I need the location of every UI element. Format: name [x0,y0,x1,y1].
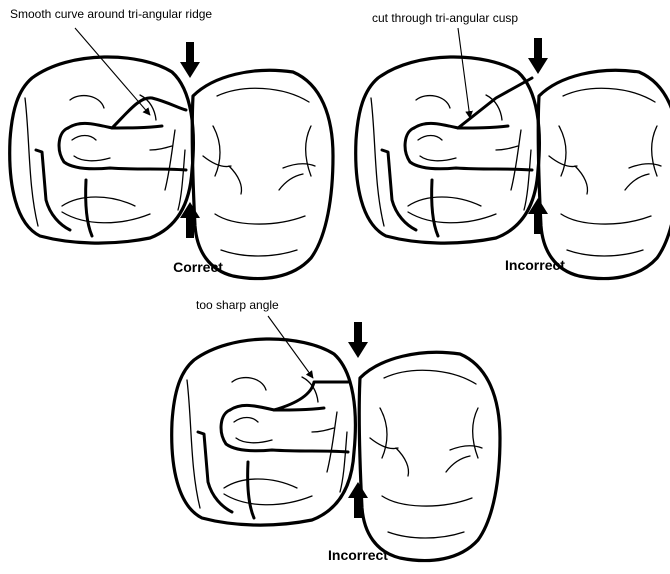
annotation-text: Smooth curve around tri-angular ridge [10,7,212,21]
annotation-leader-line [268,316,313,378]
premolar-tooth [172,339,356,525]
prep-outline-cut [458,78,532,128]
annotation-text: cut through tri-angular cusp [372,11,518,25]
caption: Incorrect [328,547,388,563]
molar-tooth [192,70,333,278]
annotation-leader-line [458,28,470,118]
molar-tooth [538,70,670,278]
panel-incorrect-cusp: cut through tri-angular cusp Incorrect [356,11,670,279]
panel-incorrect-angle: too sharp angle Incorrect [172,298,500,563]
caption: Correct [173,259,223,275]
annotation-text: too sharp angle [196,298,279,312]
molar-tooth [359,352,500,560]
caption: Incorrect [505,257,565,273]
annotation-leader-line [75,28,150,115]
panel-correct: Smooth curve around tri-angular ridge Co… [10,7,333,279]
premolar-tooth [10,57,194,243]
prep-outline-sharp [274,382,348,410]
premolar-tooth [356,57,540,243]
